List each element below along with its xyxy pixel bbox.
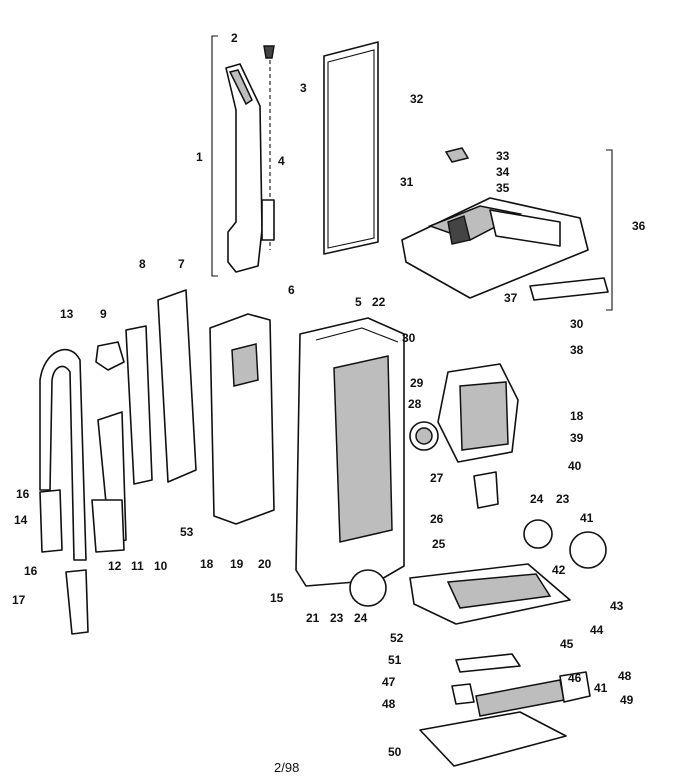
callout-7: 7	[178, 257, 185, 271]
callout-38: 38	[570, 343, 584, 357]
callout-10: 10	[154, 559, 168, 573]
callout-4: 4	[278, 154, 285, 168]
callout-41a: 41	[580, 511, 594, 525]
callout-39: 39	[570, 431, 584, 445]
callout-35: 35	[496, 181, 510, 195]
callout-22: 22	[372, 295, 386, 309]
callout-15: 15	[270, 591, 284, 605]
hose-and-wands	[39, 325, 153, 635]
callout-2: 2	[231, 31, 238, 45]
callout-9: 9	[100, 307, 107, 321]
callout-37: 37	[504, 291, 518, 305]
callout-40: 40	[568, 459, 582, 473]
callout-6: 6	[288, 283, 295, 297]
callout-47: 47	[382, 675, 396, 689]
motor-assembly	[409, 363, 519, 509]
callout-48a: 48	[382, 697, 396, 711]
footer-date: 2/98	[274, 760, 299, 775]
callout-42: 42	[552, 563, 566, 577]
callout-13: 13	[60, 307, 74, 321]
callout-50: 50	[388, 745, 402, 759]
callout-11: 11	[131, 559, 144, 573]
callout-29: 29	[410, 376, 424, 390]
callout-27: 27	[430, 471, 444, 485]
callout-30a: 30	[402, 331, 416, 345]
callout-26: 26	[430, 512, 444, 526]
main-body	[295, 317, 405, 587]
callout-23b: 23	[556, 492, 570, 506]
callout-19: 19	[230, 557, 244, 571]
callout-20: 20	[258, 557, 272, 571]
callout-48b: 48	[618, 669, 632, 683]
callout-3: 3	[300, 81, 307, 95]
callout-44: 44	[590, 623, 604, 637]
callout-23a: 23	[330, 611, 344, 625]
callout-32: 32	[410, 92, 424, 106]
callout-33: 33	[496, 149, 510, 163]
callout-52: 52	[390, 631, 404, 645]
callout-16b: 16	[24, 564, 38, 578]
callout-43: 43	[610, 599, 624, 613]
callout-36: 36	[632, 219, 646, 233]
bag-door	[323, 41, 379, 255]
callout-12: 12	[108, 559, 122, 573]
callout-31: 31	[400, 175, 414, 189]
callout-28: 28	[408, 397, 422, 411]
hood-assembly	[401, 147, 613, 311]
callout-18a: 18	[200, 557, 214, 571]
callout-41b: 41	[594, 681, 608, 695]
callout-53: 53	[180, 525, 194, 539]
callout-25: 25	[432, 537, 446, 551]
callout-16a: 16	[16, 487, 30, 501]
callout-8: 8	[139, 257, 146, 271]
callout-45: 45	[560, 637, 574, 651]
base-nozzle	[349, 519, 607, 767]
callout-5: 5	[355, 295, 362, 309]
callout-18b: 18	[570, 409, 584, 423]
callout-1: 1	[196, 150, 203, 164]
callout-labels: 1 2 3 4 5 6 7 8 9 10 11 12 13 14 15 16 1…	[12, 31, 646, 759]
callout-24a: 24	[354, 611, 368, 625]
callout-21: 21	[306, 611, 320, 625]
handle-assembly	[211, 35, 275, 277]
callout-17: 17	[12, 593, 26, 607]
callout-14: 14	[14, 513, 28, 527]
callout-34: 34	[496, 165, 510, 179]
rear-frame	[157, 289, 275, 525]
callout-51: 51	[388, 653, 402, 667]
callout-46: 46	[568, 671, 582, 685]
callout-49: 49	[620, 693, 634, 707]
callout-30b: 30	[570, 317, 584, 331]
callout-24b: 24	[530, 492, 544, 506]
